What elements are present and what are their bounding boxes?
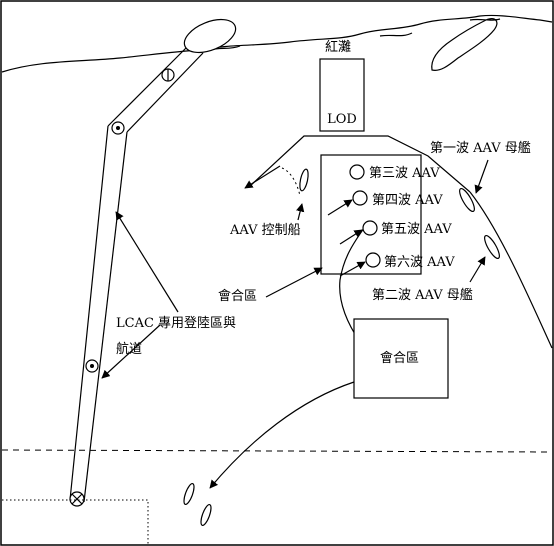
lcac-arrow-upper <box>115 211 179 313</box>
buoy-marker-upper <box>161 68 175 82</box>
wave5-label: 第五波 AAV <box>381 222 452 237</box>
wave2-mothership <box>484 234 500 260</box>
wave1-mothership-arrow <box>474 159 489 194</box>
wave2-mothership-label: 第二波 AAV 母艦 <box>372 288 473 303</box>
approach-lane-left-curve <box>339 227 365 343</box>
lcac-lane-lower-left <box>69 125 109 501</box>
wave3-marker <box>349 164 365 180</box>
lcac-arrow-lower <box>101 324 161 379</box>
dotted-staging-area <box>2 499 149 544</box>
buoy-marker-mid <box>85 359 99 373</box>
rendezvous-box <box>353 318 449 399</box>
lcac-lane-lower-right <box>83 131 128 503</box>
aav-control-boat-label: AAV 控制船 <box>229 223 301 238</box>
lcac-label-line2: 航道 <box>116 341 142 357</box>
wave2-mothership-arrow <box>469 256 486 283</box>
transit-arrow <box>209 381 355 489</box>
coastline <box>1 14 553 73</box>
wave1-mothership <box>459 187 475 213</box>
wave3-label: 第三波 AAV <box>369 166 440 181</box>
rendezvous-left-label: 會合區 <box>218 289 257 304</box>
rendezvous-box-label: 會合區 <box>380 351 419 366</box>
wave-marshalling-box <box>320 154 422 275</box>
lcac-lane-upper-left <box>107 46 188 127</box>
island <box>431 18 498 71</box>
lane-entrance-beacon <box>183 18 237 54</box>
control-boat-dotted-arc <box>281 167 301 197</box>
wave4-arrow <box>327 199 353 216</box>
buoy-marker-bottom <box>69 491 85 507</box>
buoy-marker-turn <box>111 121 125 135</box>
wave6-marker <box>365 252 381 268</box>
approach-lane-top <box>249 135 471 193</box>
dashed-sea-line <box>1 449 553 453</box>
wave6-arrow <box>339 261 366 277</box>
control-boat-arrow <box>296 203 305 221</box>
wave1-mothership-label: 第一波 AAV 母艦 <box>430 141 531 156</box>
wave5-marker <box>362 220 378 236</box>
aav-control-boat <box>299 168 309 192</box>
wave5-arrow <box>339 229 363 245</box>
wave4-marker <box>352 190 368 206</box>
approaching-boat-2 <box>200 503 212 527</box>
lcac-lane-upper-right <box>126 52 204 133</box>
red-beach-label: 紅灘 <box>325 40 351 55</box>
exit-arrow <box>244 165 281 189</box>
wave4-label: 第四波 AAV <box>372 193 443 208</box>
lcac-label-line1: LCAC 專用登陸區與 <box>116 315 236 331</box>
approaching-boat-1 <box>183 482 195 506</box>
rendezvous-left-arrow <box>265 267 323 298</box>
approach-lane-right <box>469 191 553 349</box>
lod-box <box>319 58 365 132</box>
wave6-label: 第六波 AAV <box>384 255 455 270</box>
lod-label: LOD <box>327 112 357 127</box>
